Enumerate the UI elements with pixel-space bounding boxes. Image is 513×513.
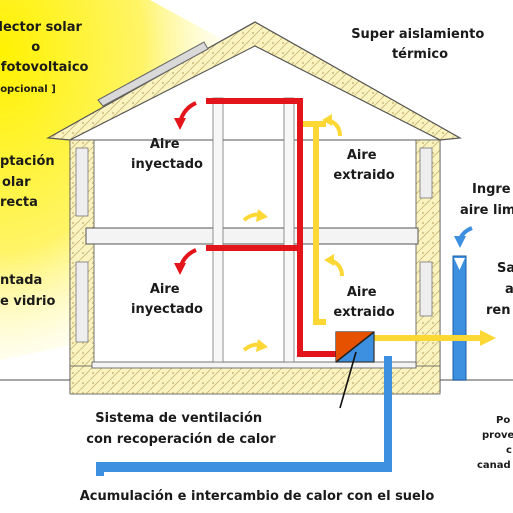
extract-duct-riser [313, 121, 326, 325]
ground-floor-slab [91, 361, 417, 369]
ground-duct [96, 356, 392, 476]
direct-solar-gain-label: ptación olar recta [0, 154, 59, 210]
floor-insulation [69, 365, 441, 395]
window-right-upper [419, 147, 433, 199]
air-in-upper-label: Aire inyectado [131, 137, 203, 172]
heat-recovery-unit [335, 331, 375, 363]
stale-air-exhaust-label: Sa a ren [486, 261, 513, 318]
window-left-lower [75, 261, 89, 343]
fresh-air-inlet-column [452, 255, 467, 381]
unit-pointer-line [339, 351, 357, 409]
house [46, 21, 462, 395]
super-insulation-label: Super aislamiento térmico [351, 27, 489, 62]
solar-collector-label: olector solar o el fotovoltaico opcional… [0, 20, 93, 95]
air-out-lower-label: Aire extraido [333, 285, 394, 320]
intermediate-floor [85, 227, 419, 245]
air-in-lower-label: Aire inyectado [131, 282, 203, 317]
ground-source-label: Po prove c canad [477, 415, 513, 471]
air-out-upper-label: Aire extraido [333, 148, 394, 183]
glazing-label: ntada e vidrio [0, 273, 55, 309]
supply-duct-main [206, 98, 340, 357]
inlet-cap-icon [454, 258, 465, 270]
heat-recovery-system-label: Sistema de ventilación con recoperación … [86, 411, 276, 447]
ground-exchange-label: Acumulación e intercambio de calor con e… [80, 489, 435, 504]
exhaust-arrow-icon [480, 330, 496, 346]
interior-column-left [212, 97, 224, 363]
window-right-lower [419, 261, 433, 317]
house-body [69, 139, 441, 393]
solar-collector-panel [97, 41, 209, 107]
window-left-upper [75, 147, 89, 217]
fresh-air-intake-label: Ingre aire lim [460, 182, 513, 218]
interior-column-right [283, 97, 295, 363]
